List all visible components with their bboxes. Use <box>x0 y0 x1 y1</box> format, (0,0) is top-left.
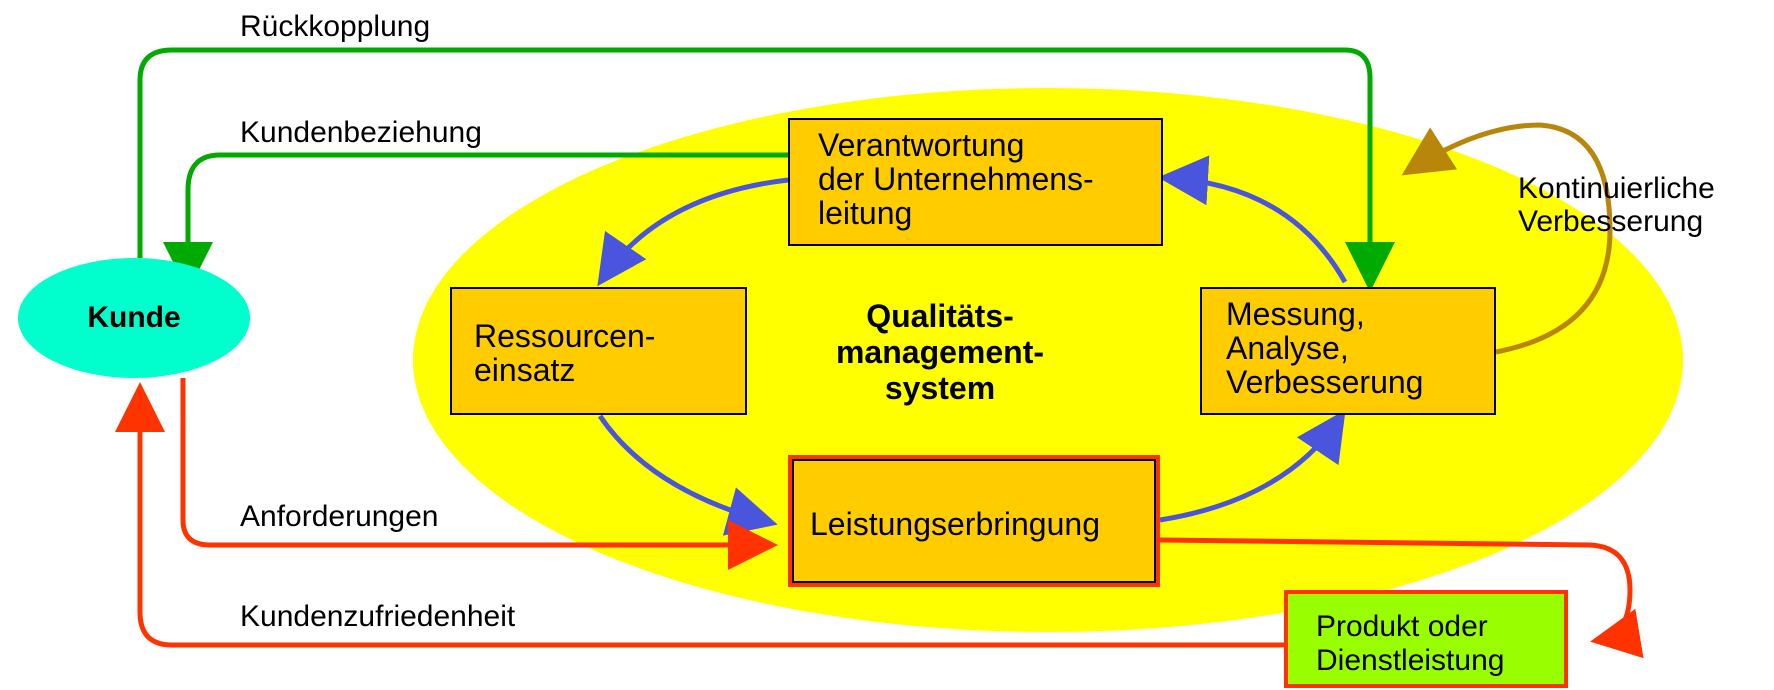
customer-node: Kunde <box>18 258 250 378</box>
blue-arrow-top-right <box>1158 155 1348 284</box>
feedback-label: Rückkopplung <box>240 10 431 43</box>
relationship-label: Kundenbeziehung <box>240 116 482 149</box>
measurement-box: Messung, Analyse, Verbesserung <box>1200 287 1496 415</box>
resources-box: Ressourcen- einsatz <box>450 287 747 415</box>
satisfaction-label: Kundenzufriedenheit <box>240 600 516 633</box>
blue-arrow-bottom-right <box>1159 409 1346 523</box>
product-box: Produkt oder Dienstleistung <box>1284 590 1568 688</box>
relationship-arrow <box>163 152 788 292</box>
blue-arrow-top-left <box>597 177 789 287</box>
requirements-arrow <box>180 378 778 570</box>
feedback-arrow <box>137 47 1395 292</box>
requirements-label: Anforderungen <box>240 500 439 533</box>
improvement-label: Kontinuierliche Verbesserung <box>1518 172 1715 238</box>
qms-label: Qualitäts- management- system <box>835 298 1045 406</box>
delivery-to-product-arrow <box>1159 537 1644 659</box>
resources-label: Ressourcen- einsatz <box>474 318 656 388</box>
blue-arrow-bottom-left <box>597 414 778 536</box>
satisfaction-arrow <box>115 382 1284 648</box>
measurement-label: Messung, Analyse, Verbesserung <box>1226 296 1424 400</box>
responsibility-box: Verantwortung der Unternehmens- leitung <box>788 118 1163 246</box>
delivery-label: Leistungserbringung <box>810 506 1100 542</box>
improvement-loop-arrow <box>1401 122 1613 355</box>
product-label: Produkt oder Dienstleistung <box>1316 610 1505 677</box>
delivery-box: Leistungserbringung <box>788 455 1160 587</box>
responsibility-label: Verantwortung der Unternehmens- leitung <box>818 127 1094 231</box>
customer-label: Kunde <box>87 301 181 334</box>
